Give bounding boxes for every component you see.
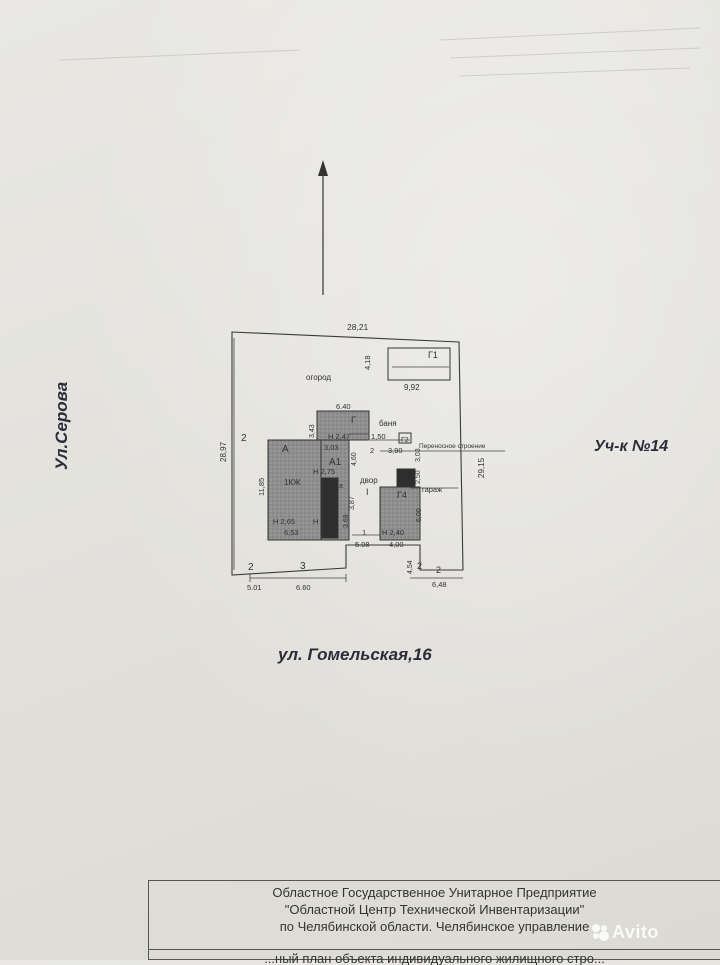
label-banya: баня	[379, 419, 397, 428]
label-a: А	[282, 444, 289, 455]
street-label-gomelskaya: ул. Гомельская,16	[278, 645, 432, 664]
building-veranda	[321, 477, 339, 539]
label-veranda: а	[339, 483, 343, 490]
building-g2	[398, 432, 412, 444]
bottom-seg-2b: 2	[417, 561, 422, 571]
street-label-serova: Ул.Серова	[52, 381, 71, 470]
dim-660: 6.60	[296, 583, 311, 592]
title-block: Областное Государственное Унитарное Пред…	[148, 880, 720, 965]
dim-400: 4,00	[389, 540, 404, 549]
dim-150: 1,50	[371, 432, 386, 441]
dim-303: 3,03	[324, 443, 339, 452]
height-240: Н 2,40	[382, 528, 404, 537]
label-kj: 1КЖ	[284, 478, 301, 487]
dim-387: 3,87	[349, 496, 356, 510]
label-g4: Г4	[397, 490, 407, 500]
height-270: Н 2,70	[313, 517, 335, 526]
org-name-line1: Областное Государственное Унитарное Пред…	[272, 885, 597, 900]
bottom-seg-2c: 2	[436, 565, 441, 575]
label-garage: гараж	[422, 485, 442, 494]
dim-454: 4,54	[407, 560, 414, 574]
yard-1: 1	[362, 528, 366, 537]
dim-501: 5.01	[247, 583, 262, 592]
height-265: Н 2,65	[273, 517, 295, 526]
plot-boundary	[231, 331, 464, 576]
north-arrow-icon	[318, 160, 328, 295]
building-house-a	[267, 439, 322, 541]
dim-369: 3,69	[343, 514, 350, 528]
faded-background-text	[59, 27, 701, 77]
title-block-divider	[149, 949, 720, 950]
dim-right-height: 29,15	[477, 457, 486, 478]
dim-303b: 3,03	[415, 448, 422, 462]
dim-g1-h: 4,18	[363, 355, 372, 370]
label-ogorod: огород	[306, 373, 331, 382]
bottom-seg-2a: 2	[248, 562, 254, 573]
label-a1: А1	[329, 457, 342, 468]
dim-left-height: 28,97	[219, 441, 228, 462]
dim-top-width: 28,21	[347, 322, 369, 332]
dim-508: 5.08	[355, 540, 370, 549]
label-dvor: двор	[360, 476, 378, 485]
avito-watermark: Avito	[612, 922, 659, 942]
dimension-lines	[233, 338, 505, 582]
avito-logo-icon	[592, 924, 609, 941]
dim-g1-w: 9,92	[404, 383, 420, 392]
dim-banya-h: 3,43	[309, 424, 316, 438]
bottom-seg-3: 3	[300, 561, 306, 572]
neighbor-plot-label: Уч-к №14	[594, 438, 669, 455]
dim-653: 6,53	[284, 528, 299, 537]
building-banya	[316, 410, 370, 441]
dim-335: 3,35	[399, 481, 412, 488]
dim-banya-w: 6.40	[336, 402, 351, 411]
dim-600: 6,00	[416, 508, 423, 522]
height-247: Н 2,47	[328, 432, 350, 441]
label-perenosnoe: Переносное строение	[419, 443, 486, 450]
yard-2: 2	[370, 446, 374, 455]
dim-460: 4,60	[351, 452, 358, 466]
label-roman-1: I	[366, 487, 369, 497]
org-name-line2: "Областной Центр Технической Инвентариза…	[284, 902, 585, 917]
dim-648: 6,48	[432, 580, 447, 589]
label-g1: Г1	[428, 350, 438, 360]
label-g2: Г2	[401, 437, 409, 444]
height-275: Н 2,75	[313, 467, 335, 476]
building-garage-g4	[379, 486, 421, 541]
building-g1	[387, 347, 451, 381]
plan-title: ...ный план объекта индивидуального жили…	[264, 951, 605, 965]
dim-250: 2,50	[415, 470, 422, 484]
dim-1185: 11,85	[257, 478, 266, 496]
label-banya-g: Г	[351, 415, 356, 425]
dim-left-2: 2	[241, 433, 247, 444]
label-g3: Г3	[400, 472, 408, 479]
org-name-line3: по Челябинской области. Челябинское упра…	[279, 919, 590, 934]
dim-390: 3,90	[388, 446, 403, 455]
